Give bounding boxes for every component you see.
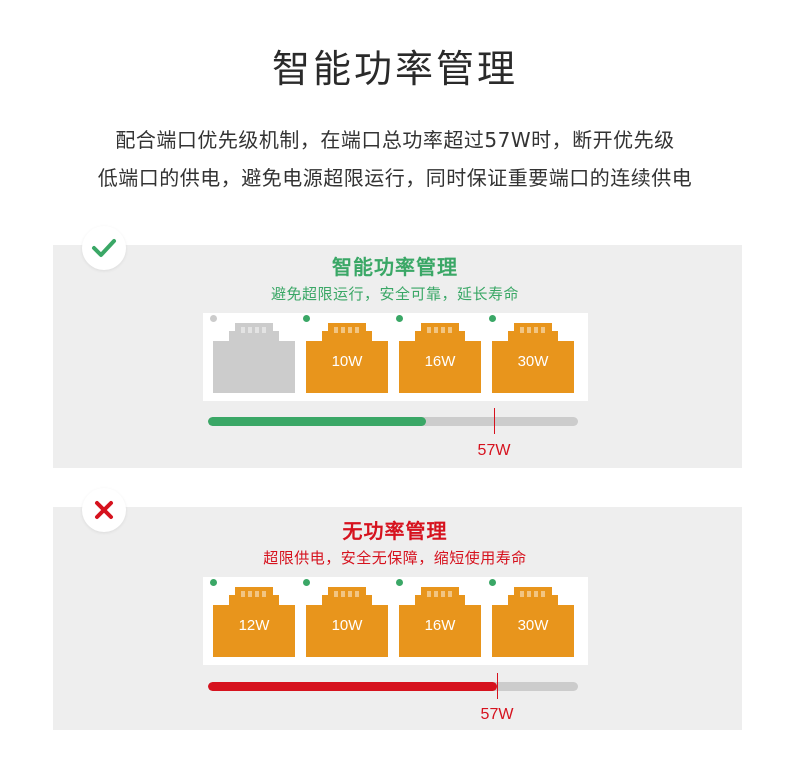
smart-power-bar — [208, 417, 578, 426]
port-led-icon — [489, 579, 496, 586]
port-power-label: 10W — [331, 353, 363, 370]
no-mgmt-port-2: 10W — [303, 579, 388, 657]
no-mgmt-limit-label: 57W — [480, 706, 514, 723]
no-mgmt-port-box: 12W 10W 16W 30W — [203, 577, 588, 665]
smart-limit-label: 57W — [477, 442, 511, 459]
port-power-label: 30W — [517, 353, 549, 370]
smart-power-bar-fill — [208, 417, 427, 426]
smart-port-1 — [210, 315, 295, 393]
check-icon — [92, 239, 116, 257]
no-mgmt-power-bar-fill — [208, 682, 497, 691]
description-line-1: 配合端口优先级机制，在端口总功率超过57W时，断开优先级 — [115, 128, 675, 152]
port-led-icon — [396, 315, 403, 322]
port-power-label: 12W — [238, 617, 270, 634]
port-led-icon — [303, 315, 310, 322]
no-mgmt-port-3: 16W — [396, 579, 481, 657]
no-mgmt-port-1: 12W — [210, 579, 295, 657]
port-led-icon — [489, 315, 496, 322]
smart-panel-subtitle: 避免超限运行，安全可靠，延长寿命 — [270, 285, 519, 303]
no-mgmt-limit-marker — [497, 673, 498, 699]
smart-limit-marker — [494, 408, 495, 434]
no-mgmt-panel-title: 无功率管理 — [342, 519, 448, 543]
smart-port-3: 16W — [396, 315, 481, 393]
smart-port-2: 10W — [303, 315, 388, 393]
port-power-label: 30W — [517, 617, 549, 634]
no-mgmt-power-bar — [208, 682, 578, 691]
smart-port-4: 30W — [489, 315, 574, 393]
port-led-icon — [396, 579, 403, 586]
description-line-2: 低端口的供电，避免电源超限运行，同时保证重要端口的连续供电 — [97, 166, 693, 190]
cross-icon — [95, 501, 113, 519]
port-power-label: 16W — [424, 353, 456, 370]
no-mgmt-panel-subtitle: 超限供电，安全无保障，缩短使用寿命 — [263, 549, 527, 567]
no-mgmt-port-4: 30W — [489, 579, 574, 657]
port-led-icon — [210, 315, 217, 322]
port-led-icon — [210, 579, 217, 586]
smart-port-box: 10W 16W 30W — [203, 313, 588, 401]
status-badge-bad — [82, 488, 126, 532]
status-badge-good — [82, 226, 126, 270]
port-power-label: 16W — [424, 617, 456, 634]
port-led-icon — [303, 579, 310, 586]
page-title: 智能功率管理 — [271, 47, 518, 91]
smart-panel-title: 智能功率管理 — [332, 255, 458, 279]
port-power-label: 10W — [331, 617, 363, 634]
